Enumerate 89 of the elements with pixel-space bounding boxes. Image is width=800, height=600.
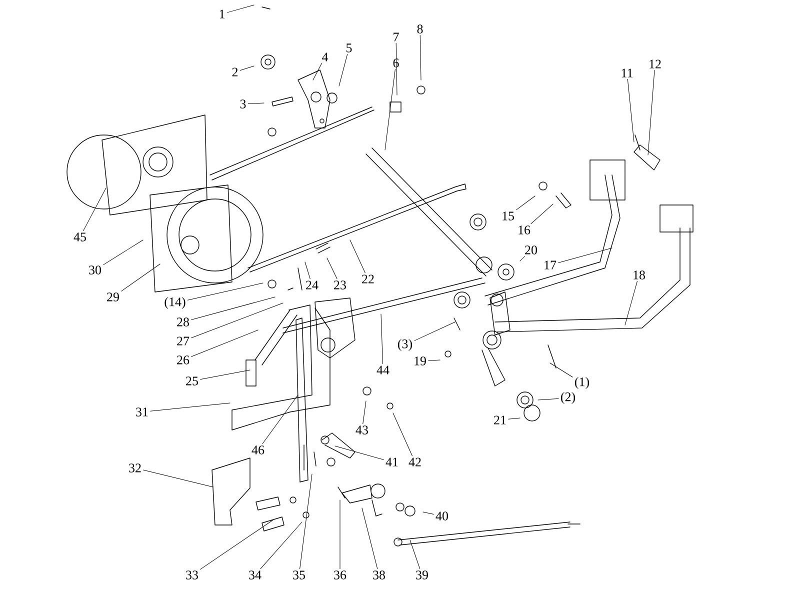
callout-number: 42 [408, 458, 421, 466]
callout-number: 40 [436, 512, 448, 520]
callout-number: 7 [394, 32, 399, 42]
callout-number: 28 [177, 318, 189, 326]
leader-line [191, 330, 258, 357]
callout-number: 20 [525, 246, 538, 254]
callout-number: 11 [622, 68, 632, 78]
leader-line [392, 412, 412, 456]
leader-line [362, 400, 366, 424]
leader-line [304, 262, 310, 280]
callout-number: 2 [232, 68, 238, 76]
callout-number: 34 [249, 570, 262, 580]
callout-number: 18 [634, 270, 646, 280]
callout-number: 26 [177, 356, 190, 364]
leader-line [143, 470, 214, 488]
callout-number: 19 [414, 356, 426, 366]
callout-number: 25 [186, 376, 198, 386]
callout-number: 39 [416, 570, 428, 580]
leader-line [326, 258, 338, 280]
leader-line [187, 282, 264, 300]
leader-line [550, 362, 573, 378]
callout-number: 36 [334, 570, 346, 580]
callout-number: (2) [561, 392, 576, 404]
leader-line [312, 62, 322, 80]
leader-line [350, 240, 366, 274]
leader-line [516, 196, 536, 210]
leader-line [538, 398, 559, 400]
leader-line [262, 394, 298, 444]
leader-line [150, 402, 230, 412]
leader-line [396, 42, 398, 96]
leader-line [410, 540, 420, 570]
callout-number: 16 [518, 226, 530, 234]
leader-line [422, 512, 434, 514]
leader-line [648, 70, 655, 156]
leader-line [200, 370, 250, 380]
callout-number: 12 [650, 60, 661, 68]
leader-line [428, 360, 440, 361]
callout-number: 33 [186, 570, 198, 580]
callout-number: 29 [107, 292, 119, 302]
leader-line [240, 66, 254, 71]
callout-number: (14) [164, 297, 186, 309]
leader-line [191, 302, 284, 338]
leader-line [191, 296, 276, 320]
leader-line [380, 314, 384, 364]
callout-number: 17 [544, 260, 556, 270]
callout-number: 22 [362, 274, 374, 284]
callout-number: 31 [136, 408, 148, 416]
leader-line [200, 520, 274, 570]
leader-line [248, 102, 264, 104]
callout-number: (3) [398, 339, 412, 351]
callout-number: 21 [494, 416, 506, 424]
leader-line [627, 78, 634, 142]
callout-number: 23 [334, 280, 346, 290]
leader-line [508, 418, 520, 420]
callout-number: (1) [575, 377, 590, 389]
callout-number: 15 [502, 212, 514, 220]
leader-line [334, 446, 384, 460]
leader-line [414, 322, 456, 341]
leader-line [226, 4, 254, 13]
callout-number: 32 [129, 464, 141, 472]
callout-number: 35 [293, 570, 305, 580]
leader-line [260, 522, 302, 570]
leader-line [384, 68, 396, 150]
leader-line [558, 248, 612, 263]
leader-line [530, 204, 554, 224]
leader-line [83, 188, 106, 232]
callout-number: 27 [177, 336, 190, 346]
leader-line [121, 264, 160, 292]
leader-line [362, 508, 378, 570]
callout-number: 44 [376, 366, 390, 374]
leader-line [420, 34, 422, 80]
callout-number: 30 [89, 266, 101, 274]
callout-number: 41 [386, 458, 398, 466]
callout-number: 38 [373, 570, 385, 580]
leader-line [338, 54, 348, 86]
callout-number: 8 [417, 24, 423, 34]
callout-number: 5 [346, 44, 352, 52]
callout-number: 45 [74, 232, 86, 242]
callout-number: 6 [393, 58, 399, 68]
callout-number: 43 [356, 426, 368, 434]
leader-line [103, 240, 144, 266]
leader-line [300, 474, 312, 570]
leader-line [520, 256, 526, 262]
callout-number: 24 [306, 280, 318, 290]
callout-number: 1 [220, 10, 224, 18]
callout-number: 4 [322, 52, 328, 62]
callout-number: 3 [240, 100, 246, 108]
callout-number: 46 [252, 446, 264, 454]
leader-line [624, 281, 638, 326]
